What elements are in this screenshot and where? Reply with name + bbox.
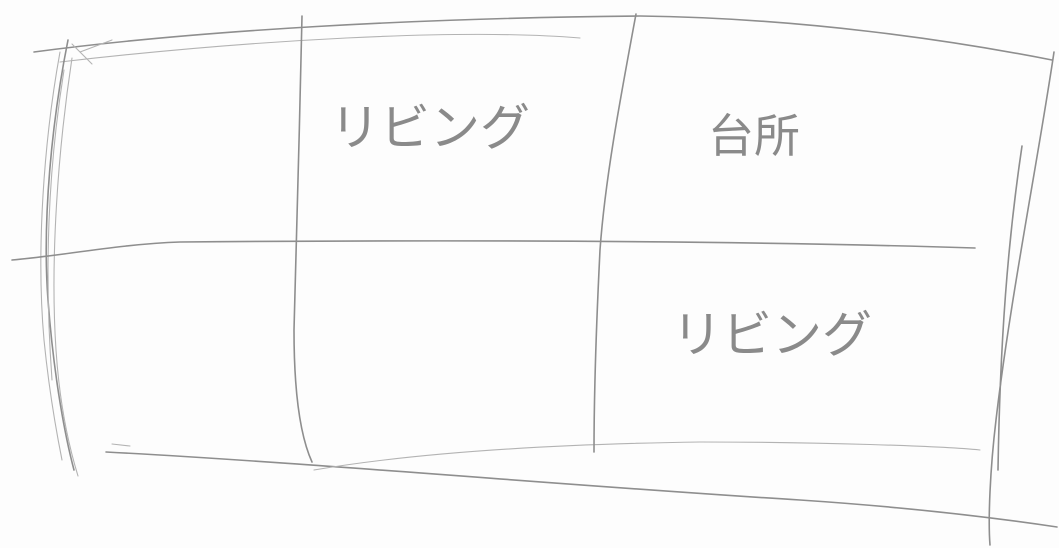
top-left-corner-sketch <box>71 39 113 65</box>
right-wall-line <box>988 51 1055 546</box>
room-label-living-top: リビング <box>330 99 530 157</box>
bottom-wall-line <box>105 451 1058 528</box>
vertical-divider-left <box>293 15 313 463</box>
left-wall-line <box>45 39 75 471</box>
vertical-divider-right <box>593 13 637 453</box>
left-wall-sketch-line-2 <box>53 57 79 477</box>
top-wall-sketch-line <box>59 33 581 63</box>
horizontal-divider-line <box>11 240 976 261</box>
room-label-living-bottom: リビング <box>672 306 872 364</box>
bottom-left-corner-sketch <box>111 443 131 447</box>
right-inner-wall-line <box>997 145 1023 471</box>
top-wall-line <box>33 15 1053 61</box>
left-wall-sketch-line-1 <box>40 51 63 461</box>
room-label-kitchen: 台所 <box>708 109 800 163</box>
left-wall-sketch-line-3 <box>47 69 65 381</box>
bottom-wall-inner-line <box>313 441 981 471</box>
